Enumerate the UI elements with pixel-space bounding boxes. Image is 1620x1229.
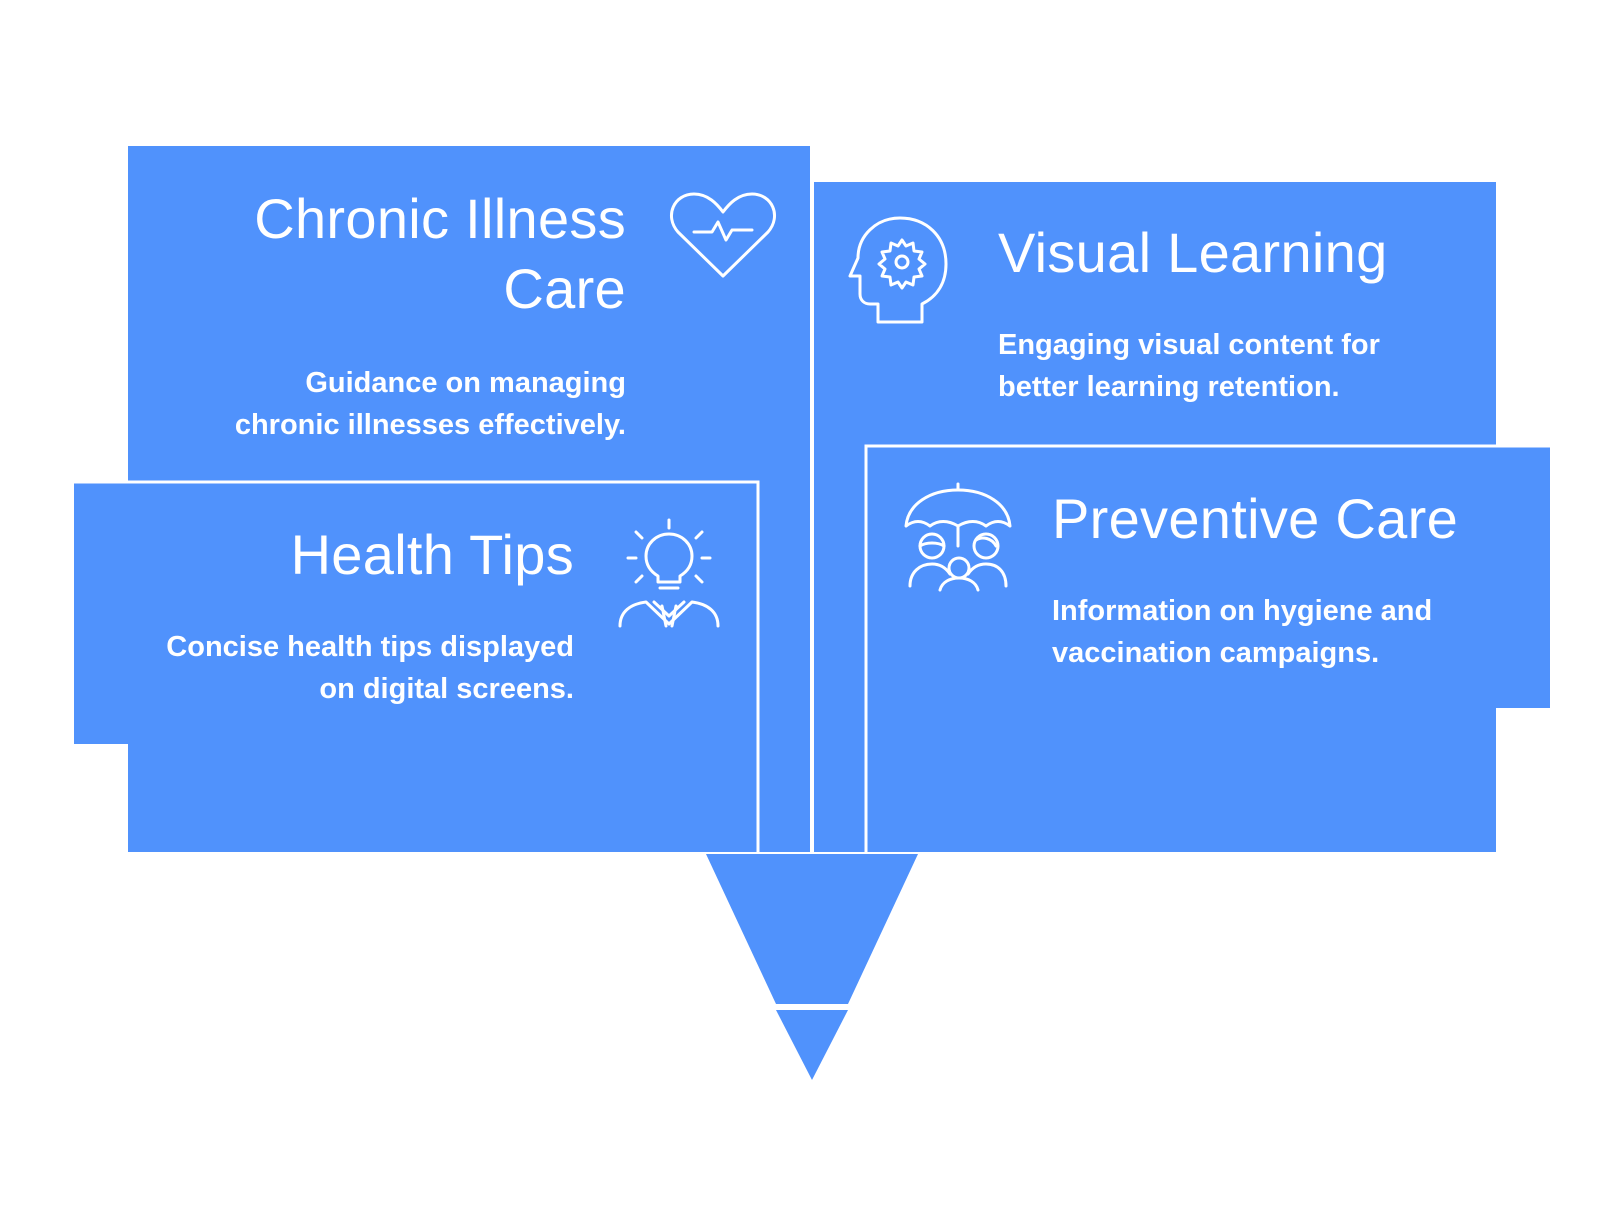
preventive-care-title: Preventive Care	[1052, 487, 1459, 550]
lightbulb-person-icon	[614, 518, 724, 628]
health-tips-description: Concise health tips displayed on digital…	[100, 626, 574, 710]
chronic-illness-care-title: Chronic Illness Care	[180, 184, 626, 324]
funnel-tip-lower	[776, 1010, 848, 1080]
heart-pulse-icon	[668, 190, 778, 280]
strip-preventive-care	[866, 700, 918, 852]
funnel-tip-upper	[706, 854, 918, 1004]
visual-desc-line-1: Engaging visual content for	[998, 329, 1380, 361]
chronic-desc-line-1: Guidance on managing	[305, 367, 626, 399]
divider-preventive-care	[864, 444, 1550, 852]
health-desc-line-1: Concise health tips displayed	[166, 631, 574, 663]
strip-health-tips	[706, 700, 758, 852]
chronic-illness-care-description: Guidance on managing chronic illnesses e…	[150, 362, 626, 446]
chronic-title-line-2: Care	[503, 257, 626, 320]
preventive-care-description: Information on hygiene and vaccination c…	[1052, 590, 1532, 674]
head-gear-icon	[848, 214, 958, 326]
preventive-desc-line-2: vaccination campaigns.	[1052, 637, 1380, 669]
visual-learning-description: Engaging visual content for better learn…	[998, 324, 1478, 408]
chronic-title-line-1: Chronic Illness	[254, 187, 626, 250]
health-tips-title: Health Tips	[290, 523, 574, 586]
preventive-desc-line-1: Information on hygiene and	[1052, 595, 1433, 627]
panel-health-tips	[74, 482, 758, 744]
health-desc-line-2: on digital screens.	[319, 673, 574, 705]
chronic-desc-line-2: chronic illnesses effectively.	[234, 409, 626, 441]
visual-desc-line-2: better learning retention.	[998, 371, 1340, 403]
umbrella-family-icon	[902, 482, 1014, 594]
panel-preventive-care	[866, 446, 1550, 708]
visual-learning-title: Visual Learning	[998, 221, 1388, 284]
divider-health-tips	[74, 480, 760, 852]
